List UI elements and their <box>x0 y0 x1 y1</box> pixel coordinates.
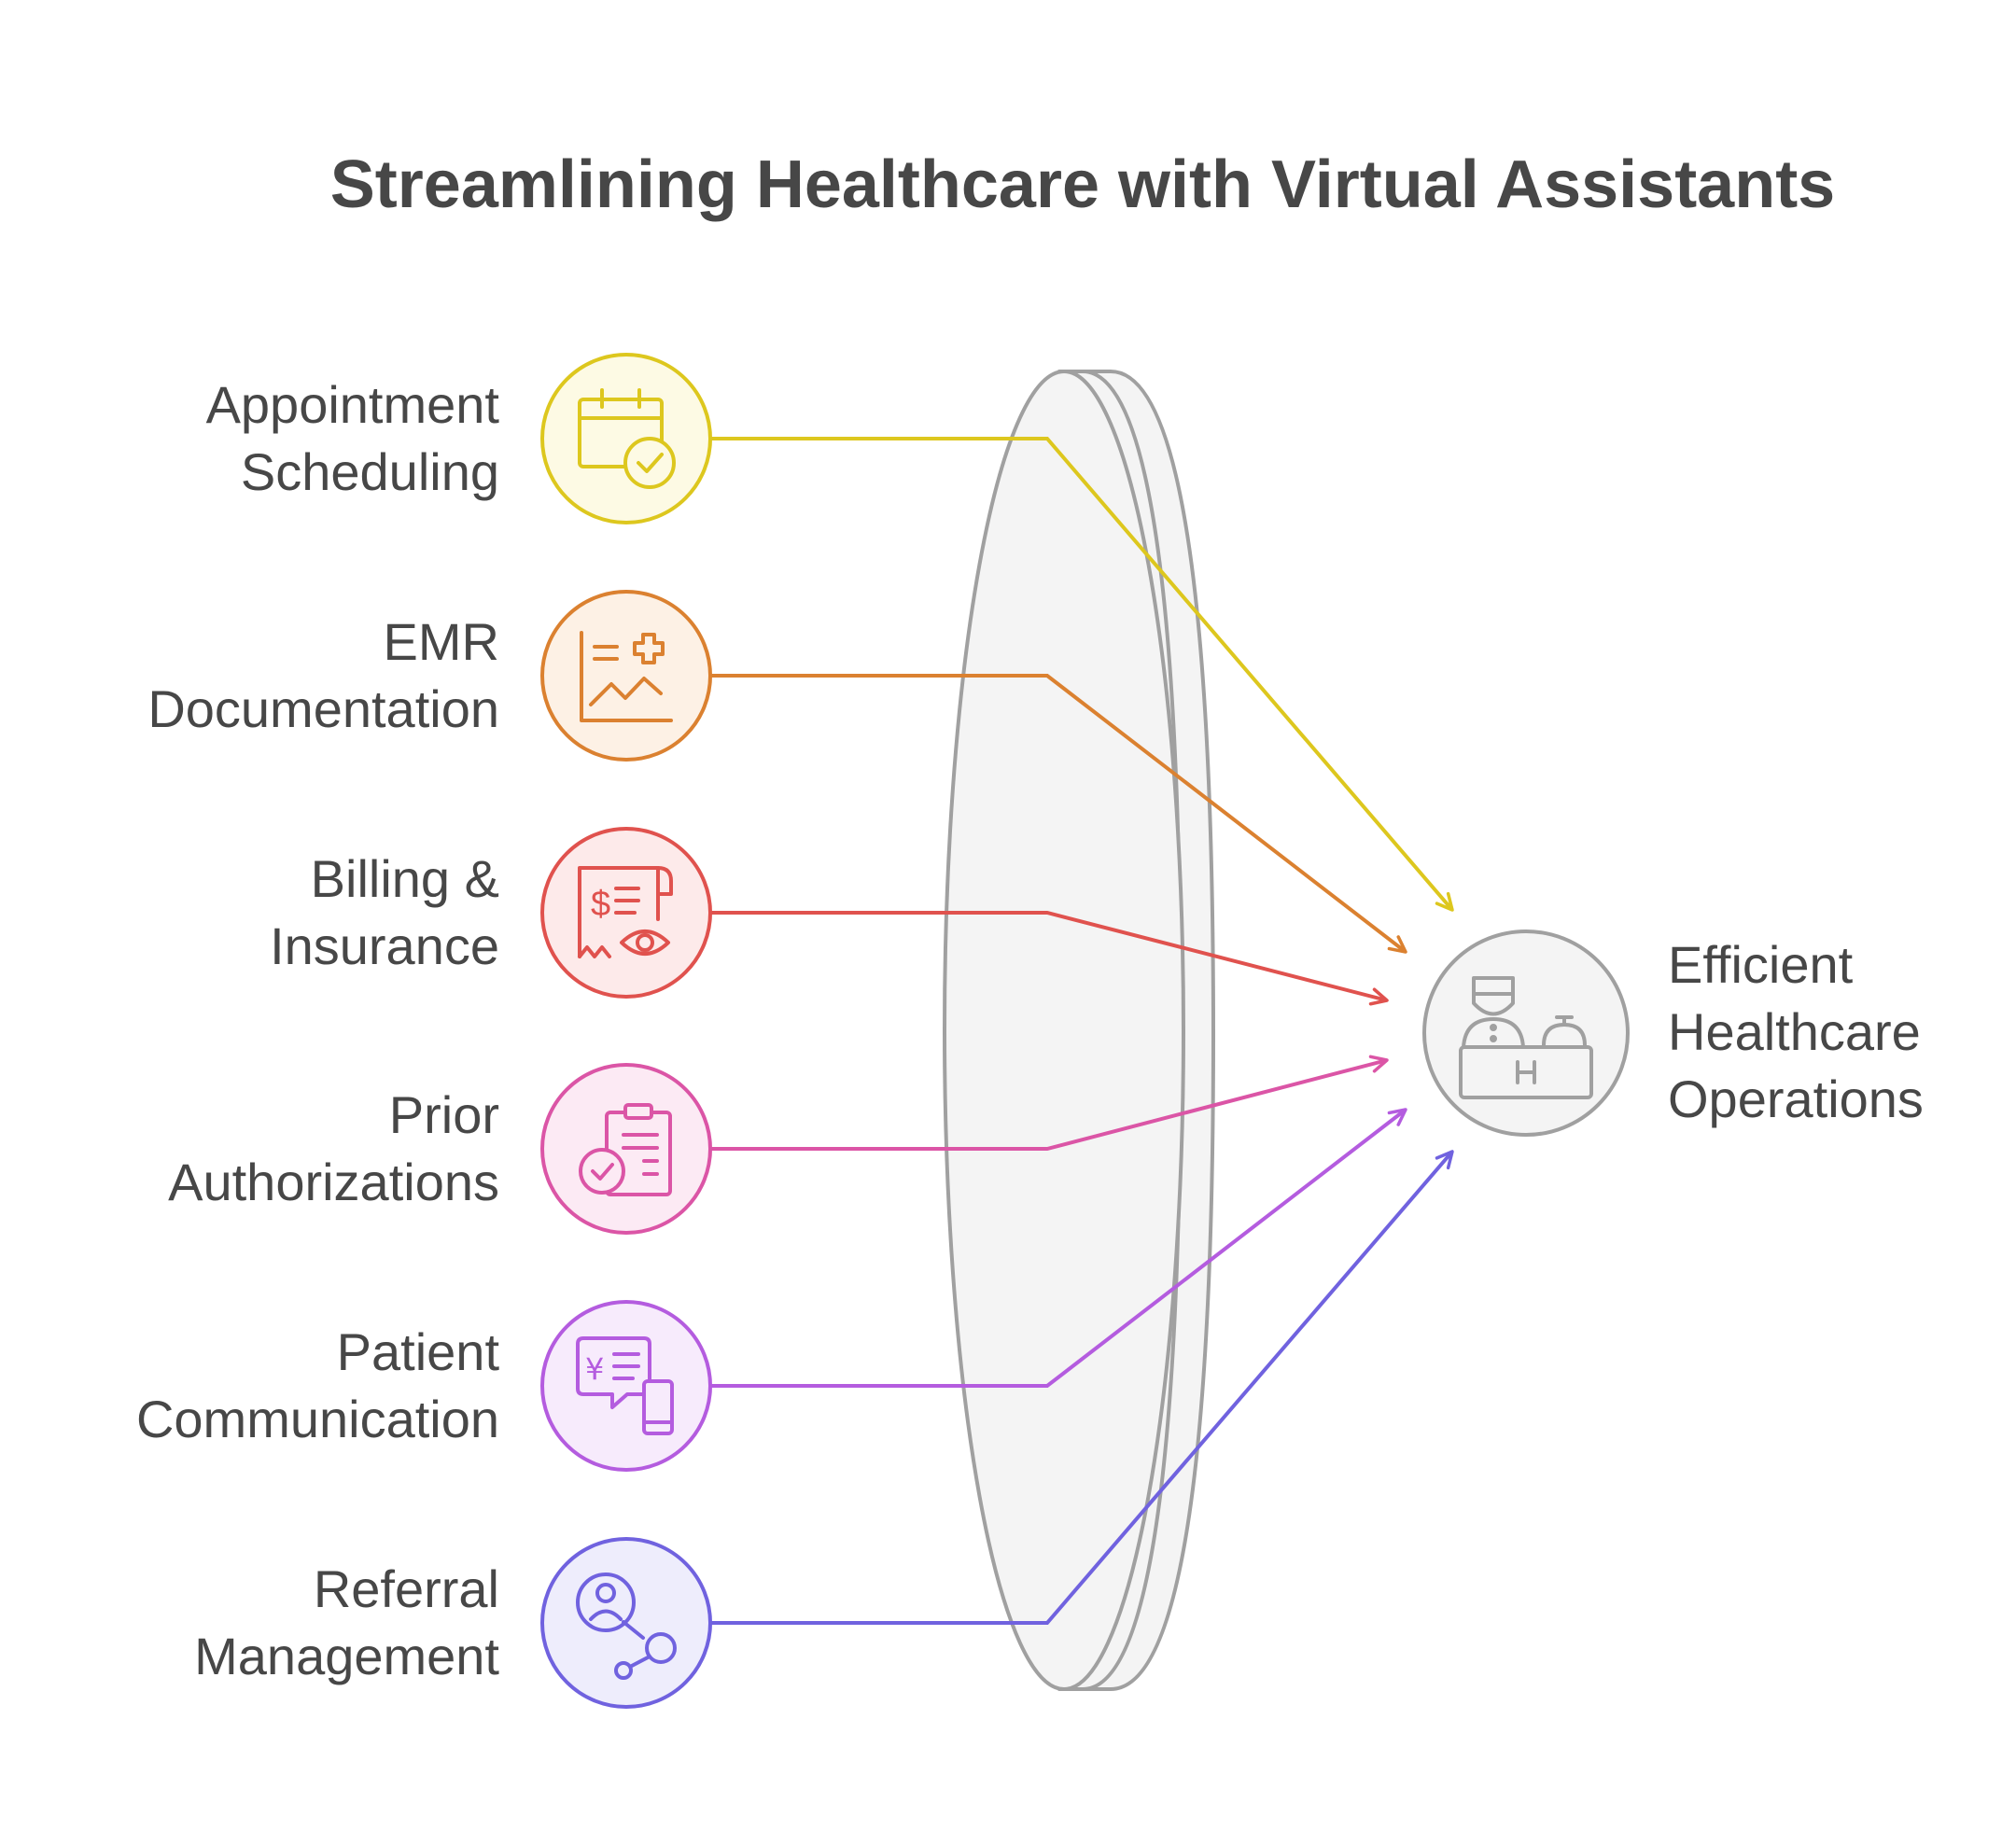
input-label-line1: Prior <box>389 1085 499 1144</box>
connector-arrow <box>707 674 1407 954</box>
output-node-efficient-healthcare-operations: Efficient Healthcare Operations <box>1422 929 1924 1137</box>
chat-phone-icon: ¥ <box>576 1336 674 1435</box>
input-label-line2: Insurance <box>270 916 499 975</box>
clipboard-approval-icon <box>579 1103 672 1196</box>
output-circle <box>1422 929 1630 1137</box>
input-node-appointment-scheduling: Appointment Scheduling <box>206 353 712 524</box>
calendar-check-icon <box>578 388 676 489</box>
input-label-line2: Authorizations <box>168 1153 499 1211</box>
connector-arrow <box>707 1150 1454 1625</box>
input-circle <box>540 590 712 762</box>
output-label-line1: Efficient <box>1668 935 1854 994</box>
input-circle <box>540 353 712 524</box>
reception-desk-icon <box>1459 976 1593 1099</box>
connector-arrow <box>707 437 1454 912</box>
input-label-line1: Referral <box>314 1559 499 1618</box>
input-circle <box>540 1300 712 1472</box>
input-label-line1: Billing & <box>311 849 499 908</box>
referral-network-icon <box>576 1572 677 1680</box>
output-label-line2: Healthcare <box>1668 1002 1921 1061</box>
input-node-prior-authorizations: Prior Authorizations <box>168 1063 712 1235</box>
output-label-line3: Operations <box>1668 1069 1924 1128</box>
input-node-referral-management: Referral Management <box>194 1537 712 1709</box>
medical-chart-icon <box>580 631 673 722</box>
bill-review-icon: $ <box>578 866 673 958</box>
lens-face <box>943 370 1185 1691</box>
connector-arrow <box>707 1108 1407 1388</box>
input-node-patient-communication: ¥ Patient Communication <box>136 1300 712 1472</box>
connectors <box>707 437 1454 1625</box>
input-node-emr-documentation: EMR Documentation <box>147 590 712 762</box>
input-label-line2: Scheduling <box>241 442 499 501</box>
input-label-line1: Appointment <box>206 375 500 434</box>
page-title: Streamlining Healthcare with Virtual Ass… <box>330 147 1835 222</box>
input-label-line1: EMR <box>384 612 499 671</box>
svg-text:¥: ¥ <box>585 1351 604 1387</box>
input-label-line2: Management <box>194 1627 499 1685</box>
lens <box>943 370 1215 1691</box>
svg-text:$: $ <box>591 885 610 924</box>
input-label-line1: Patient <box>337 1322 500 1381</box>
connector-arrow <box>707 911 1389 1006</box>
input-node-billing-insurance: $ Billing & Insurance <box>270 827 712 999</box>
connector-arrow <box>707 1055 1389 1151</box>
input-label-line2: Documentation <box>147 679 499 738</box>
input-label-line2: Communication <box>136 1390 499 1448</box>
